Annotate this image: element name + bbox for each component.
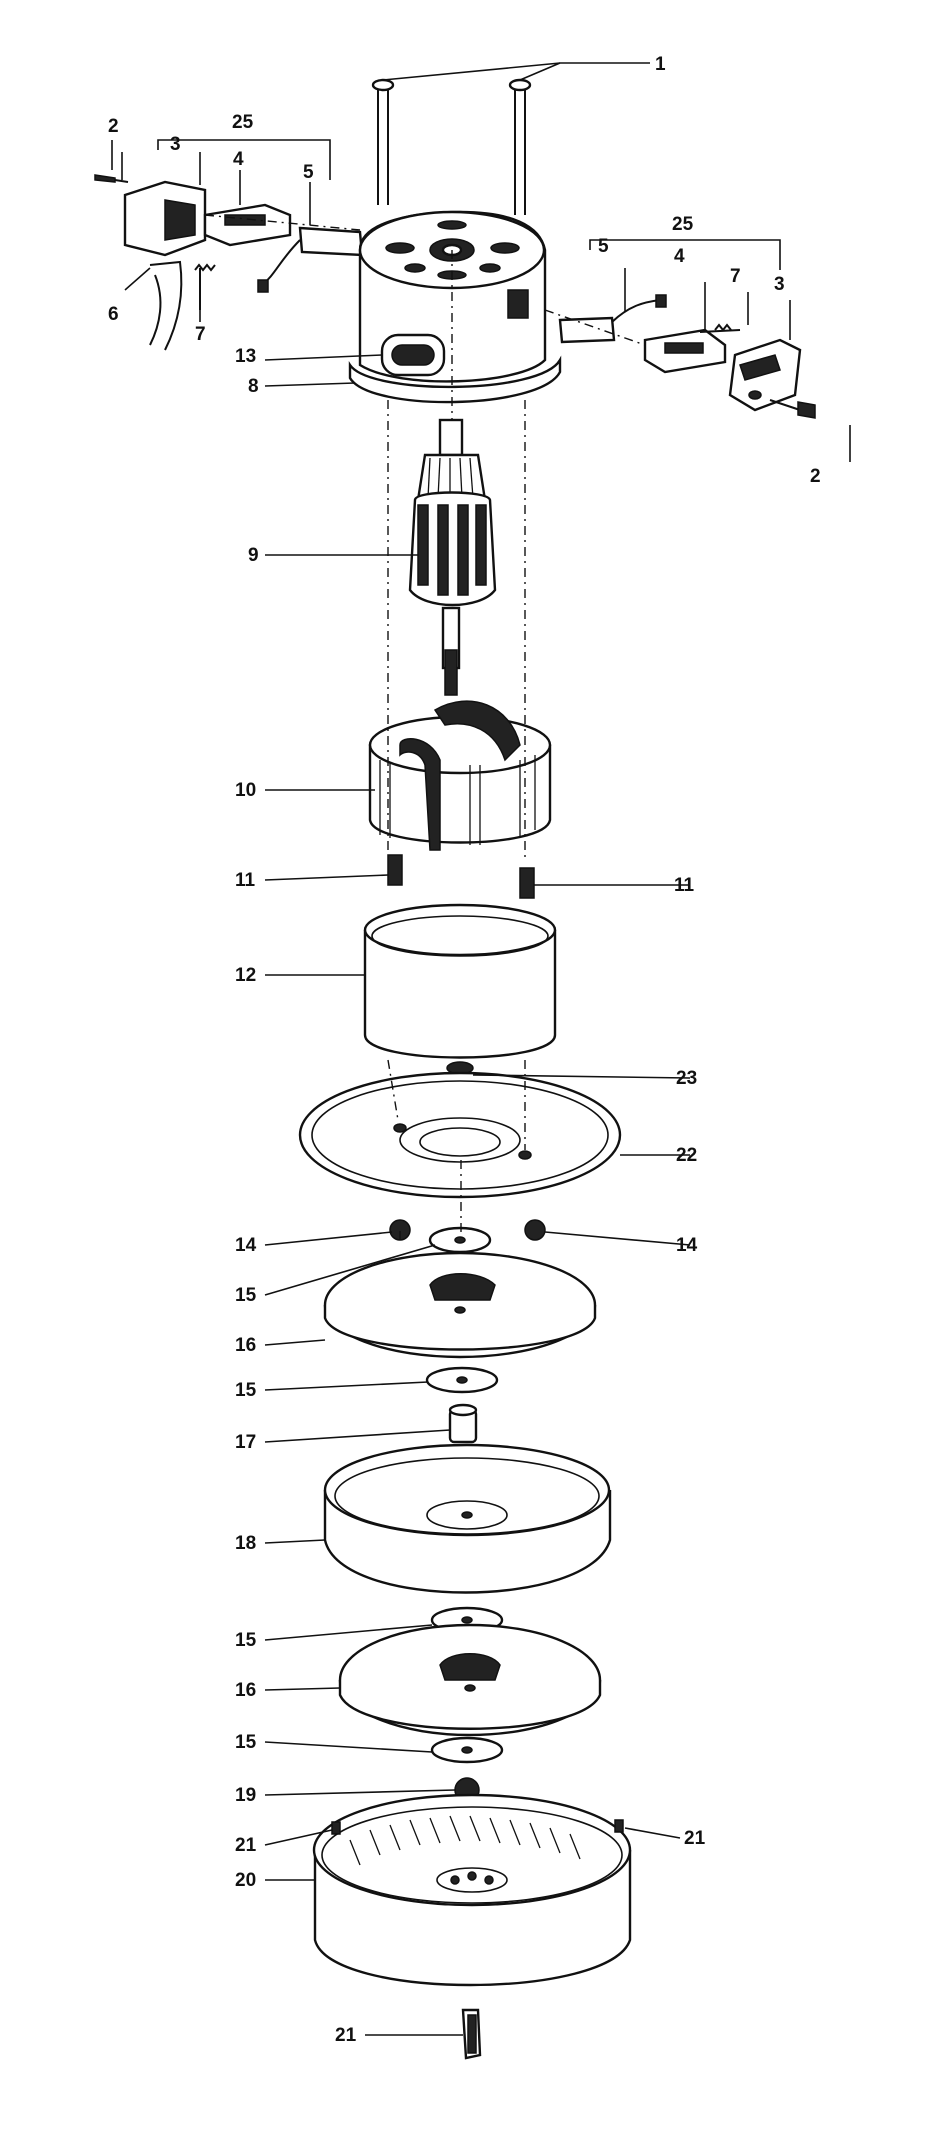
callout-2-right: 2	[810, 466, 821, 487]
callout-5-left: 5	[303, 162, 314, 183]
washer-lower	[430, 1736, 504, 1764]
callout-25-left: 25	[232, 112, 254, 133]
callout-15-a: 15	[235, 1285, 257, 1306]
through-bolts	[371, 62, 650, 215]
spacers	[387, 854, 535, 899]
callout-2-left: 2	[108, 116, 119, 137]
callout-16-a: 16	[235, 1335, 256, 1356]
callout-19: 19	[235, 1785, 256, 1806]
callout-12: 12	[235, 965, 256, 986]
callout-8: 8	[248, 376, 259, 397]
callout-15-d: 15	[235, 1732, 257, 1753]
washer-middle	[425, 1366, 499, 1394]
callout-4-right: 4	[674, 246, 685, 267]
field-core	[368, 700, 552, 851]
callout-4-left: 4	[233, 149, 244, 170]
callout-9: 9	[248, 545, 259, 566]
callout-23: 23	[676, 1068, 697, 1089]
callout-25-right: 25	[672, 214, 694, 235]
callout-3-left: 3	[170, 134, 181, 155]
alignment-lines	[204, 214, 646, 1240]
callout-10: 10	[235, 780, 256, 801]
callout-22: 22	[676, 1145, 697, 1166]
callout-21-right: 21	[684, 1828, 706, 1849]
callout-20: 20	[235, 1870, 256, 1891]
fan-housing	[312, 1793, 632, 2060]
end-plate	[298, 1071, 622, 1199]
callout-17: 17	[235, 1432, 256, 1453]
leader-lines	[111, 140, 851, 2036]
callout-15-b: 15	[235, 1380, 257, 1401]
callout-13: 13	[235, 346, 256, 367]
motor-shell	[363, 903, 557, 1075]
callout-5-right: 5	[598, 236, 609, 257]
callout-11-left: 11	[235, 870, 256, 891]
callout-15-c: 15	[235, 1630, 257, 1651]
nuts	[389, 1219, 546, 1241]
upper-fan	[323, 1226, 597, 1359]
callout-16-b: 16	[235, 1680, 256, 1701]
lower-fan	[338, 1606, 602, 1737]
right-brush-assembly	[558, 239, 816, 419]
motor-housing	[348, 210, 562, 404]
callout-6: 6	[108, 304, 119, 325]
callout-7-left: 7	[195, 324, 206, 345]
callout-18: 18	[235, 1533, 256, 1554]
callout-3-right: 3	[774, 274, 785, 295]
callout-14-right: 14	[676, 1235, 698, 1256]
callout-labels: 1 25 2 3 4 5 6 7 25 5 4 7 3 2 13 8 9 10 …	[108, 54, 821, 2046]
callout-1: 1	[655, 54, 666, 75]
callout-11-right: 11	[674, 875, 695, 896]
baffle-plate	[323, 1443, 612, 1594]
callout-21-bottom: 21	[335, 2025, 357, 2046]
callout-7-right: 7	[730, 266, 741, 287]
callout-21-left: 21	[235, 1835, 257, 1856]
armature	[408, 418, 497, 696]
left-brush-assembly	[94, 139, 364, 351]
spacer-17	[448, 1403, 478, 1444]
callout-14-left: 14	[235, 1235, 257, 1256]
